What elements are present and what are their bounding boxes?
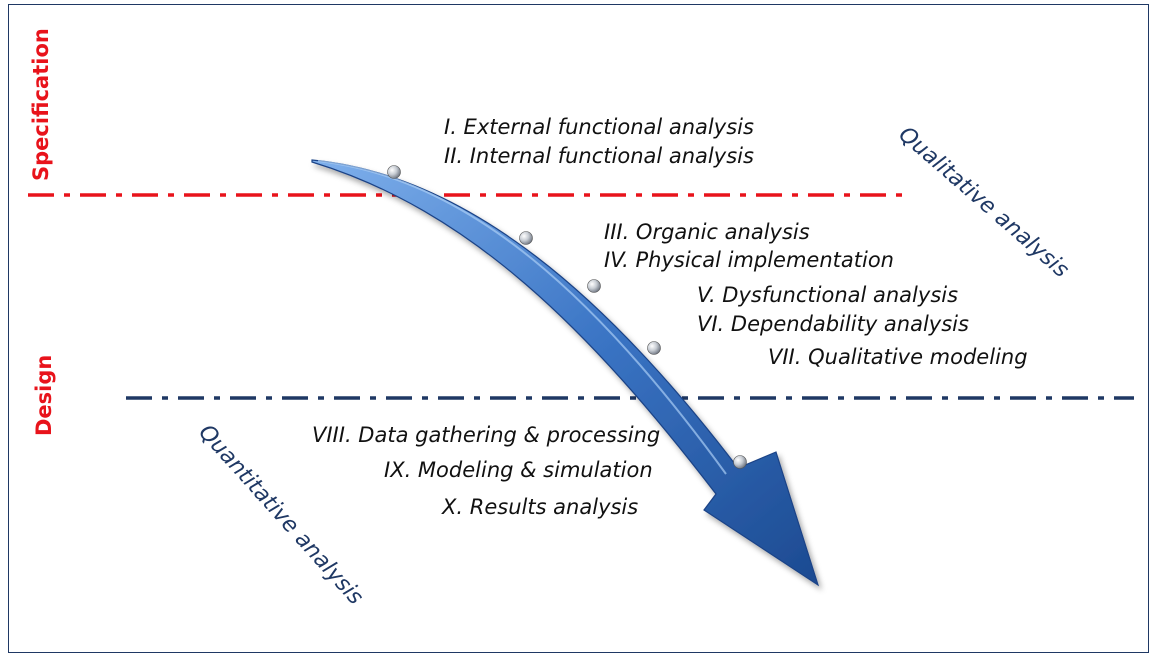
sphere-bead-icon xyxy=(647,341,661,355)
bead-group xyxy=(387,165,747,469)
step-label: IX. Modeling & simulation xyxy=(384,458,653,482)
step-label: I. External functional analysis xyxy=(444,115,754,139)
sphere-bead-icon xyxy=(587,279,601,293)
step-label: III. Organic analysis xyxy=(604,220,810,244)
sphere-bead-icon xyxy=(733,455,747,469)
specification-label: Specification xyxy=(29,28,53,181)
curved-arrow-icon xyxy=(311,159,820,587)
step-label: V. Dysfunctional analysis xyxy=(697,283,959,307)
step-label: VII. Qualitative modeling xyxy=(768,345,1028,369)
sphere-bead-icon xyxy=(387,165,401,179)
step-label: II. Internal functional analysis xyxy=(444,144,754,168)
step-label: X. Results analysis xyxy=(442,495,639,519)
design-label: Design xyxy=(32,354,56,436)
step-label: VI. Dependability analysis xyxy=(697,312,969,336)
step-label: IV. Physical implementation xyxy=(604,248,894,272)
step-label: VIII. Data gathering & processing xyxy=(312,423,661,447)
sphere-bead-icon xyxy=(519,231,533,245)
